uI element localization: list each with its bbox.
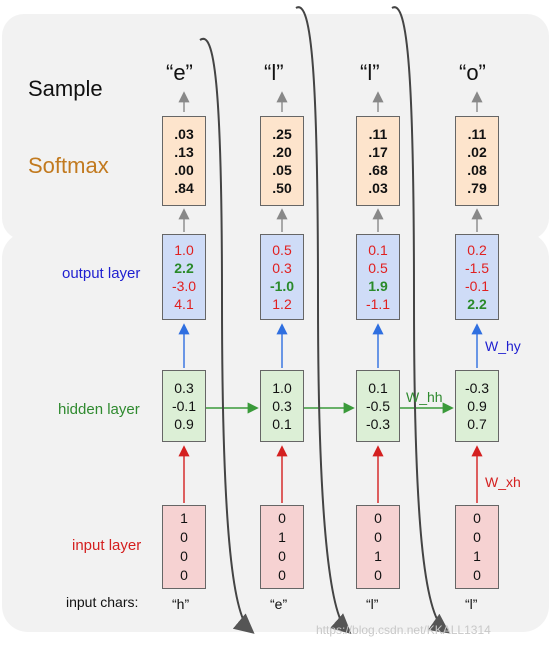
input-box-0: 1 0 0 0 [162, 505, 206, 589]
hidden-value: 0.3 [174, 380, 194, 396]
softmax-value: .11 [368, 126, 388, 142]
output-value: -1.1 [365, 296, 391, 312]
hidden-value: -0.3 [365, 416, 391, 432]
input-layer-label: input layer [72, 537, 142, 554]
input-value: 0 [473, 510, 481, 526]
input-value: 0 [473, 529, 481, 545]
hidden-value: 0.1 [368, 380, 388, 396]
output-box-3: 0.2 -1.5 -0.1 2.2 [455, 234, 499, 320]
input-char-2: “l” [366, 596, 379, 612]
output-value: 0.2 [467, 242, 487, 258]
softmax-value: .17 [368, 144, 388, 160]
softmax-value: .05 [272, 162, 292, 178]
hidden-value: 1.0 [272, 380, 292, 396]
hidden-value: -0.3 [464, 380, 490, 396]
softmax-value: .84 [174, 180, 194, 196]
hidden-box-3: -0.3 0.9 0.7 [455, 370, 499, 442]
output-value: -1.0 [269, 278, 295, 294]
softmax-value: .50 [272, 180, 292, 196]
output-value: 1.9 [368, 278, 388, 294]
input-char-1: “e” [270, 596, 288, 612]
w-hy-label: W_hy [485, 338, 521, 354]
softmax-box-0: .03 .13 .00 .84 [162, 116, 206, 206]
input-value: 0 [374, 567, 382, 583]
input-value: 0 [180, 548, 188, 564]
softmax-value: .00 [174, 162, 194, 178]
softmax-box-2: .11 .17 .68 .03 [356, 116, 400, 206]
input-value: 0 [278, 548, 286, 564]
hidden-value: 0.9 [174, 416, 194, 432]
w-xh-label: W_xh [485, 474, 521, 490]
softmax-box-3: .11 .02 .08 .79 [455, 116, 499, 206]
sample-char-2: “l” [360, 60, 380, 85]
input-char-0: “h” [172, 596, 190, 612]
output-box-2: 0.1 0.5 1.9 -1.1 [356, 234, 400, 320]
output-value: 4.1 [174, 296, 194, 312]
softmax-value: .03 [368, 180, 388, 196]
feedback-loop-arrow [391, 6, 450, 634]
input-box-1: 0 1 0 0 [260, 505, 304, 589]
output-box-1: 0.5 0.3 -1.0 1.2 [260, 234, 304, 320]
softmax-value: .11 [467, 126, 487, 142]
feedback-loop-arrow [295, 6, 352, 634]
input-box-2: 0 0 1 0 [356, 505, 400, 589]
hidden-value: 0.3 [272, 398, 292, 414]
output-value: 1.0 [174, 242, 194, 258]
hidden-value: -0.1 [171, 398, 197, 414]
hidden-box-0: 0.3 -0.1 0.9 [162, 370, 206, 442]
output-box-0: 1.0 2.2 -3.0 4.1 [162, 234, 206, 320]
softmax-value: .08 [467, 162, 487, 178]
softmax-box-1: .25 .20 .05 .50 [260, 116, 304, 206]
output-value: -3.0 [171, 278, 197, 294]
softmax-value: .79 [467, 180, 487, 196]
input-value: 0 [374, 529, 382, 545]
sample-char-0: “e” [166, 60, 193, 85]
output-value: 2.2 [174, 260, 194, 276]
output-value: 1.2 [272, 296, 292, 312]
softmax-value: .03 [174, 126, 194, 142]
feedback-loop-arrow [199, 37, 255, 634]
hidden-value: 0.7 [467, 416, 487, 432]
input-value: 0 [278, 510, 286, 526]
output-value: 0.5 [272, 242, 292, 258]
hidden-value: 0.9 [467, 398, 487, 414]
sample-char-3: “o” [459, 60, 486, 85]
output-value: 0.3 [272, 260, 292, 276]
input-char-3: “l” [465, 596, 478, 612]
softmax-value: .25 [272, 126, 292, 142]
output-value: 0.5 [368, 260, 388, 276]
softmax-value: .68 [368, 162, 388, 178]
input-value: 1 [278, 529, 286, 545]
sample-char-1: “l” [264, 60, 284, 85]
softmax-value: .02 [467, 144, 487, 160]
hidden-value: 0.1 [272, 416, 292, 432]
softmax-row-label: Softmax [28, 153, 109, 178]
hidden-layer-label: hidden layer [58, 401, 140, 418]
softmax-value: .13 [174, 144, 194, 160]
input-value: 1 [374, 548, 382, 564]
input-value: 0 [278, 567, 286, 583]
sample-row-label: Sample [28, 76, 103, 101]
input-value: 0 [374, 510, 382, 526]
output-value: -0.1 [464, 278, 490, 294]
output-layer-label: output layer [62, 265, 141, 282]
hidden-value: -0.5 [365, 398, 391, 414]
output-value: 0.1 [368, 242, 388, 258]
input-value: 0 [180, 529, 188, 545]
output-value: 2.2 [467, 296, 487, 312]
input-value: 1 [180, 510, 188, 526]
softmax-value: .20 [272, 144, 292, 160]
w-hh-label: W_hh [406, 389, 443, 405]
hidden-box-1: 1.0 0.3 0.1 [260, 370, 304, 442]
watermark: https://blog.csdn.net/KKALL1314 [316, 623, 491, 637]
hidden-box-2: 0.1 -0.5 -0.3 [356, 370, 400, 442]
input-value: 0 [180, 567, 188, 583]
input-value: 1 [473, 548, 481, 564]
input-chars-label: input chars: [66, 594, 139, 610]
output-value: -1.5 [464, 260, 490, 276]
input-value: 0 [473, 567, 481, 583]
input-box-3: 0 0 1 0 [455, 505, 499, 589]
